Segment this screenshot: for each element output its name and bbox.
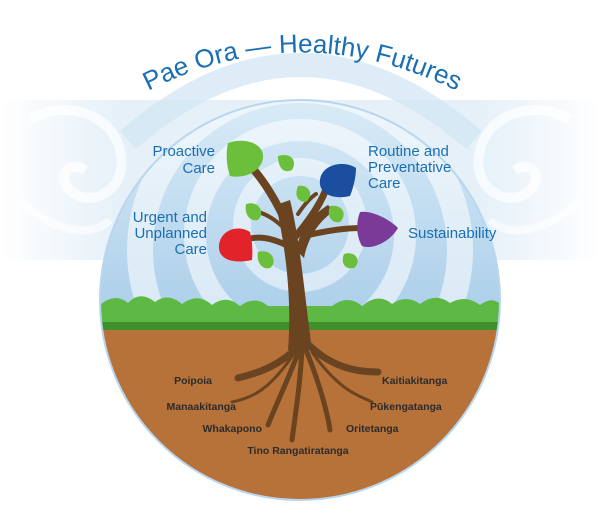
label-sustainability: Sustainability xyxy=(408,225,497,242)
label-urgent: Urgent and Unplanned Care xyxy=(133,209,207,258)
value-whakapono: Whakapono xyxy=(203,423,263,435)
label-proactive-line-1: Proactive xyxy=(152,143,215,160)
value-poipoia: Poipoia xyxy=(174,375,212,387)
label-urgent-line-3: Care xyxy=(174,241,207,258)
values-right: Kaitiakitanga Pūkengatanga Oritetanga xyxy=(346,375,448,435)
leaf-proactive xyxy=(226,140,264,177)
label-proactive-line-2: Care xyxy=(182,160,215,177)
values-center: Tino Rangatiratanga xyxy=(247,445,348,457)
label-proactive: Proactive Care xyxy=(152,143,215,177)
leaf-sustainability xyxy=(357,211,398,248)
label-urgent-line-2: Unplanned xyxy=(134,225,207,242)
leaf-urgent xyxy=(218,228,253,262)
value-tino-rangatiratanga: Tino Rangatiratanga xyxy=(247,445,348,457)
value-kaitiakitanga: Kaitiakitanga xyxy=(382,375,448,387)
label-routine: Routine and Preventative Care xyxy=(368,143,451,192)
label-urgent-line-1: Urgent and xyxy=(133,209,207,226)
outer-arc-band xyxy=(120,53,482,150)
label-routine-line-1: Routine and xyxy=(368,143,449,160)
value-oritetanga: Oritetanga xyxy=(346,423,399,435)
label-routine-line-2: Preventative xyxy=(368,159,451,176)
value-pukengatanga: Pūkengatanga xyxy=(370,401,442,413)
values-left: Poipoia Manaakitanga Whakapono xyxy=(167,375,262,435)
leaf-routine xyxy=(319,164,356,198)
label-routine-line-3: Care xyxy=(368,175,401,192)
leaf-icon xyxy=(218,140,398,269)
label-sustainability-line-1: Sustainability xyxy=(408,225,497,242)
value-manaakitanga: Manaakitanga xyxy=(167,401,237,413)
